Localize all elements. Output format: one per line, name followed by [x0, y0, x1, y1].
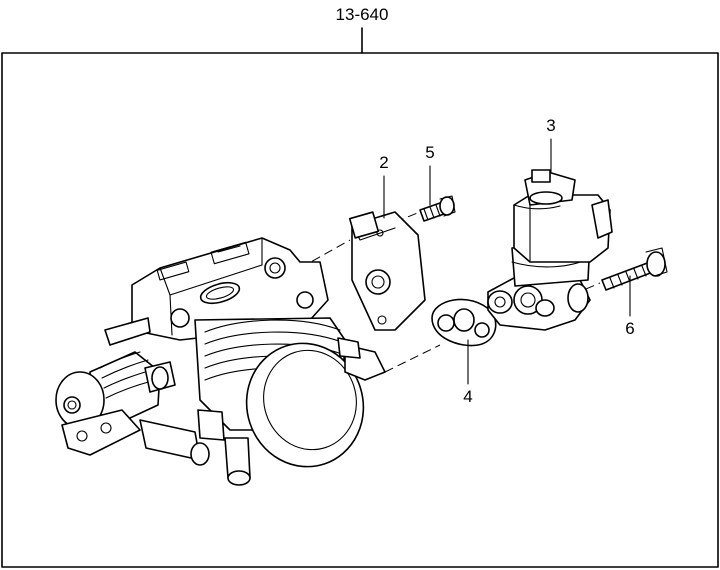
idle-air-control-valve	[487, 169, 613, 331]
sensor-shaft-socket	[365, 269, 391, 295]
diagram-frame	[1, 52, 719, 568]
callout-label: 6	[625, 319, 634, 338]
throttle-position-sensor	[348, 211, 426, 331]
callout-4: 4	[463, 339, 473, 406]
throttle-body	[55, 237, 386, 486]
callout-label: 3	[546, 116, 555, 135]
callout-5: 5	[425, 143, 435, 206]
bolt-part-6	[601, 247, 668, 291]
gasket-part-4	[431, 298, 497, 347]
callout-3: 3	[546, 116, 556, 173]
callout-label: 4	[463, 387, 472, 406]
throttle-bore	[245, 342, 365, 468]
assembly-ref-label: 13-640	[336, 5, 389, 24]
callout-6: 6	[625, 275, 635, 338]
callout-label: 5	[425, 143, 434, 162]
callout-2: 2	[379, 153, 389, 219]
brand-logo	[199, 281, 241, 305]
screw-part-5	[419, 195, 456, 222]
callout-label: 2	[379, 153, 388, 172]
